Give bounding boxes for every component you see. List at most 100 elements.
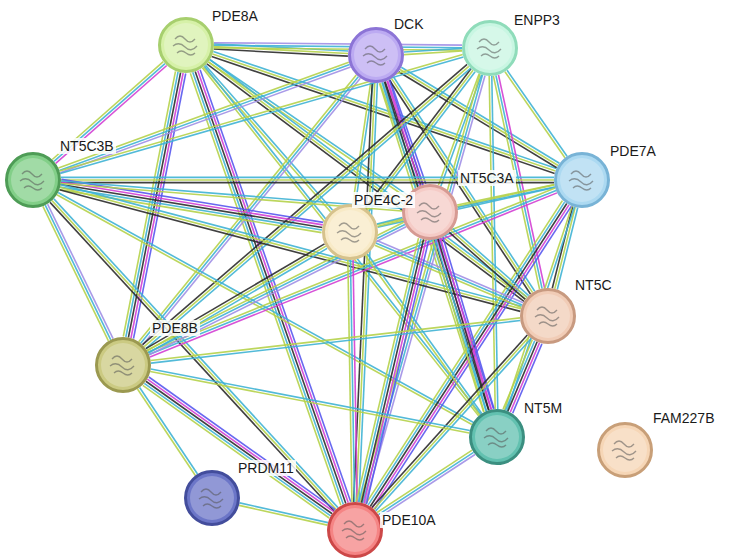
- evidence-line: [60, 67, 350, 173]
- evidence-line: [359, 83, 378, 502]
- evidence-line: [60, 57, 463, 173]
- node-label: NT5C3B: [58, 138, 116, 154]
- evidence-line: [148, 248, 327, 353]
- evidence-line: [365, 76, 485, 504]
- evidence-line: [54, 199, 338, 508]
- interaction-edge: [60, 55, 464, 174]
- evidence-line: [214, 45, 462, 47]
- evidence-line: [50, 202, 334, 511]
- evidence-line: [149, 377, 335, 510]
- evidence-line: [380, 455, 475, 517]
- protein-node: [469, 409, 525, 465]
- evidence-line: [60, 55, 463, 171]
- node-label: PDE8A: [210, 8, 260, 24]
- evidence-line: [150, 372, 469, 433]
- evidence-line: [52, 62, 163, 160]
- protein-circle: [348, 27, 404, 83]
- evidence-line: [443, 237, 494, 408]
- node-label: PDE7A: [608, 143, 658, 159]
- protein-circle: [597, 422, 653, 478]
- interaction-edge: [360, 74, 485, 503]
- evidence-line: [449, 232, 525, 299]
- evidence-line: [151, 320, 520, 363]
- evidence-line: [375, 206, 572, 509]
- node-label: NT5C: [573, 277, 614, 293]
- node-label: PDE8B: [150, 320, 200, 336]
- evidence-line: [147, 379, 333, 512]
- protein-node: [95, 337, 151, 393]
- evidence-line: [354, 83, 373, 502]
- evidence-line: [377, 450, 472, 512]
- node-label: NT5C3A: [458, 170, 516, 186]
- node-label: PRDM11: [236, 460, 296, 476]
- evidence-line: [363, 75, 483, 503]
- evidence-line: [146, 244, 325, 349]
- evidence-line: [364, 240, 426, 503]
- evidence-line: [374, 337, 529, 509]
- evidence-line: [151, 318, 520, 361]
- evidence-line: [451, 231, 527, 298]
- protein-circle: [520, 288, 576, 344]
- protein-circle: [554, 152, 610, 208]
- evidence-line: [147, 246, 326, 351]
- interaction-edge: [203, 65, 332, 212]
- interaction-edge: [489, 76, 498, 409]
- interaction-edge: [449, 229, 528, 300]
- protein-node: [327, 502, 383, 558]
- interaction-edge: [404, 48, 462, 54]
- node-label: ENPP3: [512, 12, 562, 28]
- evidence-line: [507, 70, 567, 156]
- evidence-line: [54, 64, 165, 162]
- protein-circle: [158, 17, 214, 73]
- node-label: NT5M: [522, 400, 564, 416]
- evidence-line: [59, 65, 349, 171]
- evidence-line: [348, 260, 352, 502]
- interaction-edge: [239, 503, 328, 525]
- protein-node: [597, 422, 653, 478]
- node-label: PDE10A: [380, 512, 438, 528]
- evidence-line: [48, 204, 114, 339]
- interaction-edge: [59, 185, 521, 312]
- evidence-line: [56, 65, 167, 163]
- interaction-edge: [58, 62, 350, 173]
- protein-node: [158, 17, 214, 73]
- interaction-edge: [372, 335, 531, 511]
- protein-circle: [322, 204, 378, 260]
- protein-circle: [327, 502, 383, 558]
- protein-node: [520, 288, 576, 344]
- protein-circle: [469, 409, 525, 465]
- node-label: FAM227B: [651, 410, 716, 426]
- evidence-line: [58, 62, 348, 168]
- protein-node: [462, 20, 518, 76]
- evidence-line: [239, 505, 327, 525]
- interaction-edge: [214, 43, 462, 51]
- node-label: DCK: [392, 16, 426, 32]
- interaction-edge: [151, 318, 521, 363]
- interaction-edge: [150, 369, 470, 433]
- protein-circle: [95, 337, 151, 393]
- evidence-line: [240, 503, 328, 523]
- evidence-line: [376, 339, 531, 511]
- node-label: PDE4C-2: [352, 192, 415, 208]
- evidence-line: [453, 229, 529, 296]
- evidence-line: [378, 452, 473, 514]
- evidence-line: [372, 335, 527, 507]
- protein-node: [554, 152, 610, 208]
- evidence-line: [366, 240, 428, 503]
- protein-circle: [184, 470, 240, 526]
- protein-node: [348, 27, 404, 83]
- evidence-line: [214, 49, 348, 56]
- protein-node: [5, 152, 61, 208]
- protein-circle: [5, 152, 61, 208]
- evidence-line: [214, 43, 462, 45]
- evidence-line: [377, 220, 403, 226]
- interaction-edge: [377, 450, 475, 517]
- interaction-edge: [190, 70, 350, 506]
- evidence-line: [404, 51, 462, 55]
- protein-node: [322, 204, 378, 260]
- protein-circle: [462, 20, 518, 76]
- protein-node: [184, 470, 240, 526]
- evidence-line: [489, 76, 495, 409]
- evidence-line: [60, 190, 322, 233]
- evidence-line: [389, 80, 530, 294]
